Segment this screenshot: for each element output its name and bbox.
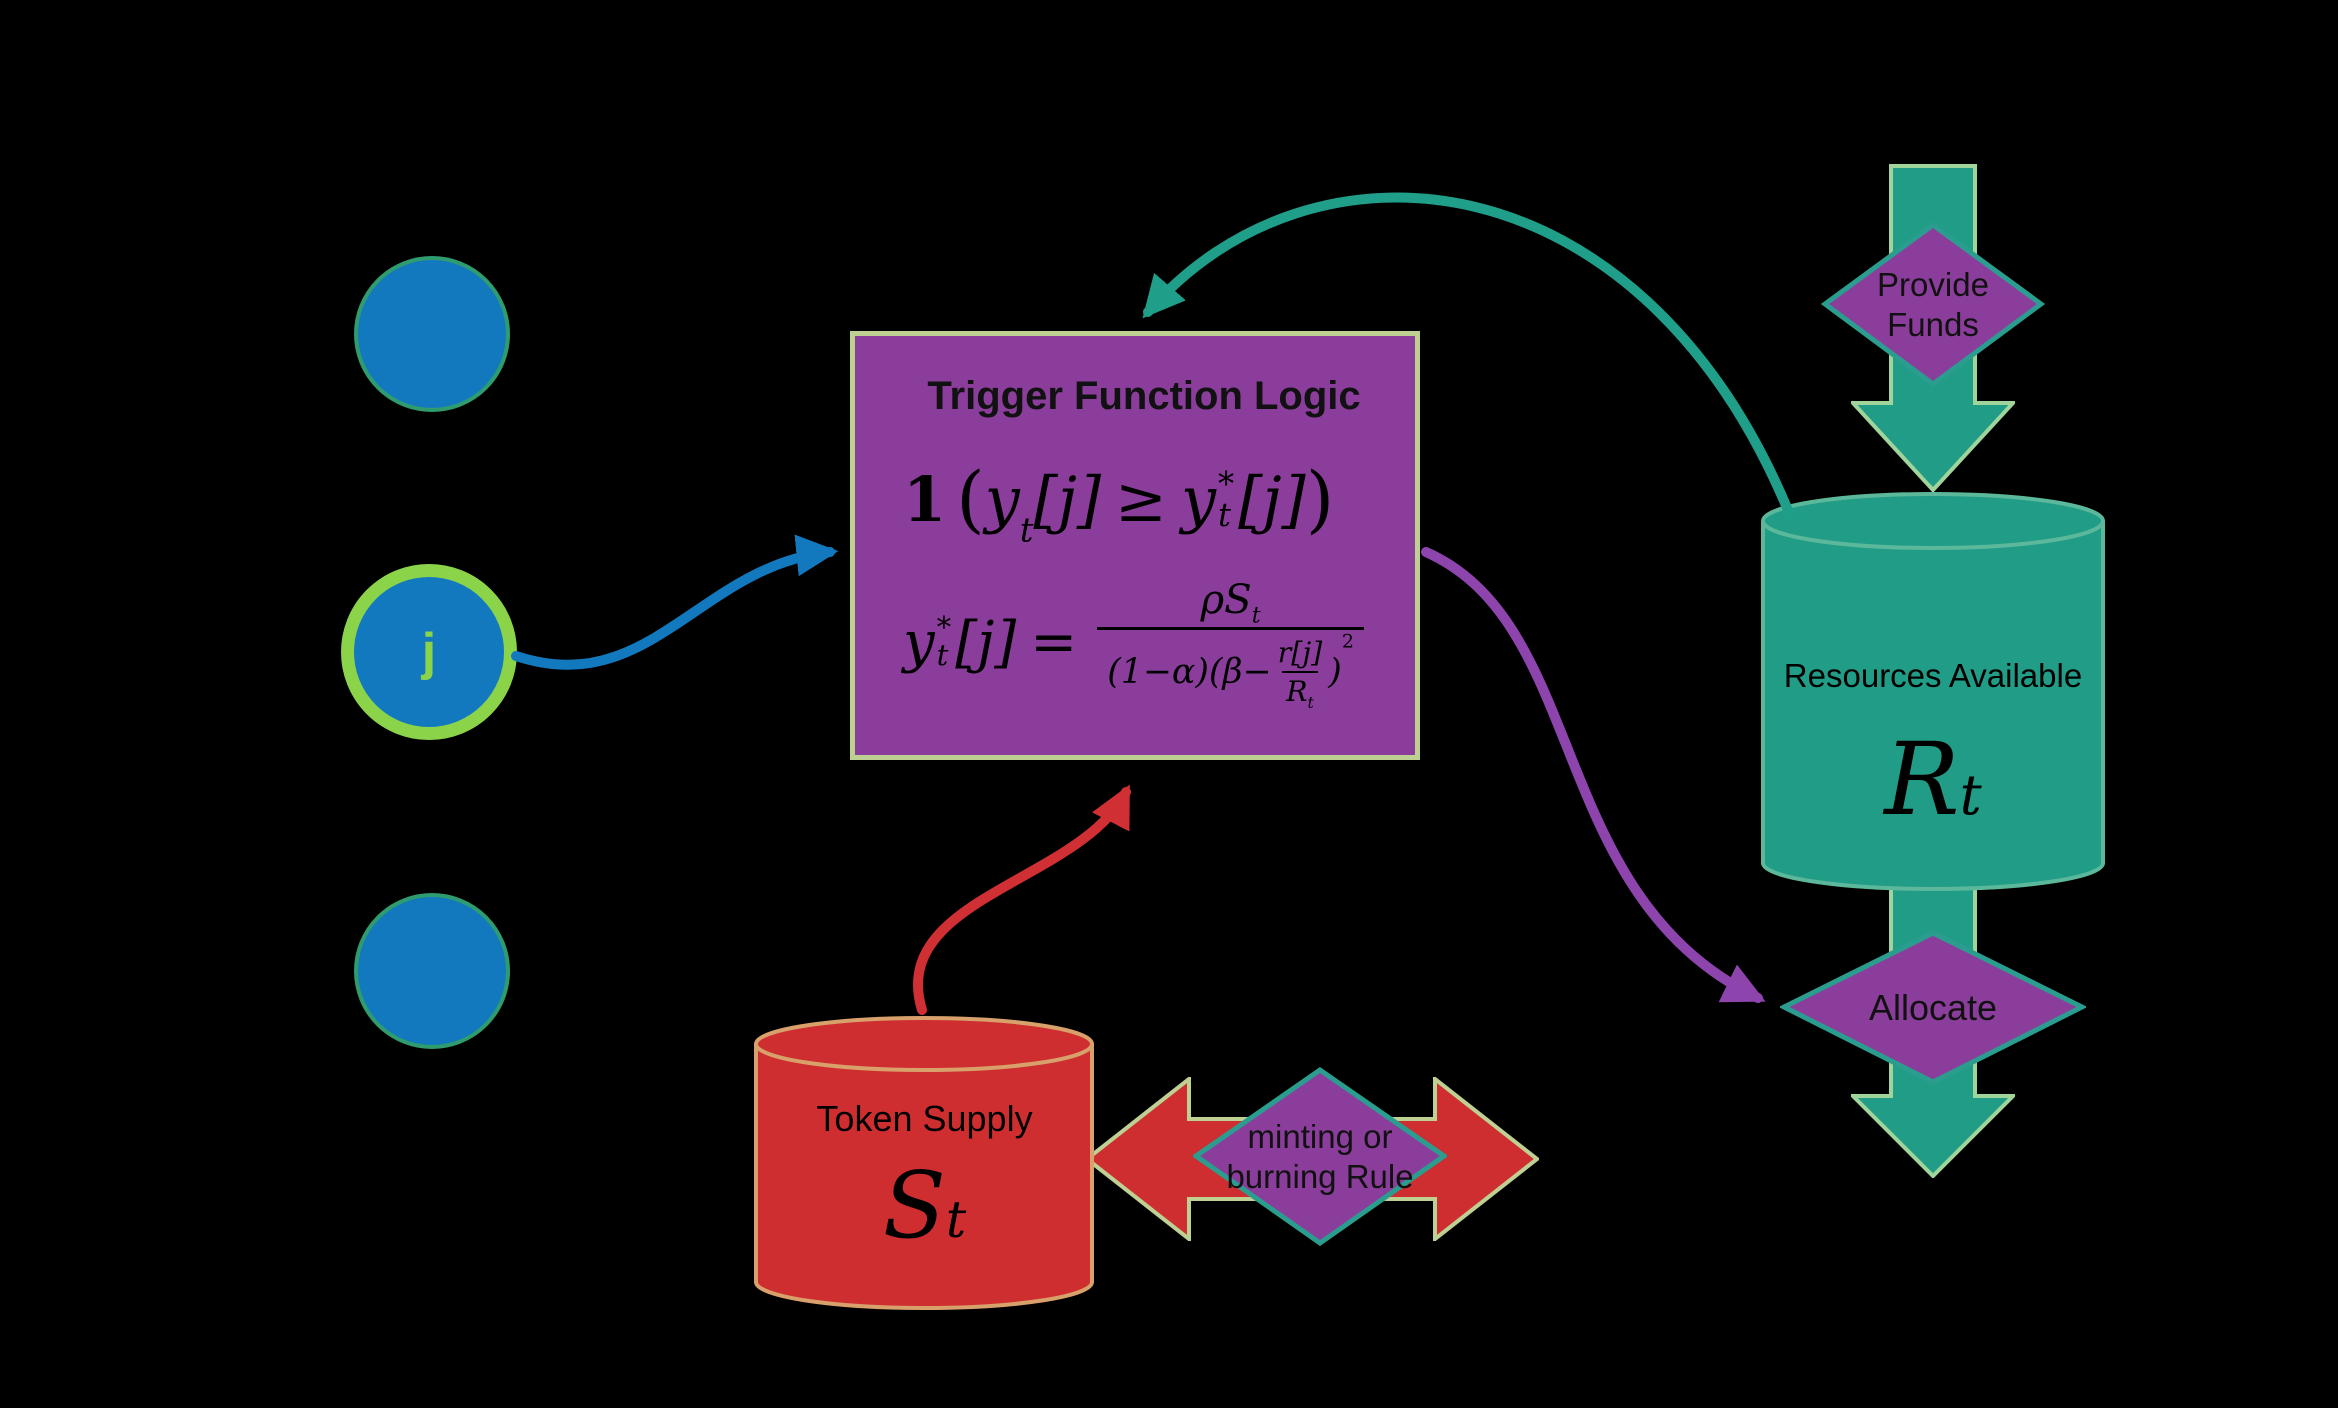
sub-t: t — [1307, 692, 1314, 712]
agent-circle-bottom — [354, 893, 510, 1049]
arrow-agent-j-to-trigger — [511, 534, 839, 670]
bracket-j: [j] — [1033, 463, 1102, 536]
sub-t: t — [1218, 495, 1231, 534]
minting-burning-diamond: minting or burning Rule — [1193, 1067, 1447, 1246]
sub-t: t — [1251, 602, 1261, 629]
minting-line2: burning Rule — [1226, 1157, 1414, 1195]
sup-star: * — [936, 610, 952, 645]
agent-circle-top — [354, 256, 510, 412]
cylinder-shape — [1761, 492, 2105, 891]
token-supply-cylinder: Token Supply St — [753, 1014, 1096, 1312]
provide-funds-diamond: Provide Funds — [1821, 221, 2045, 388]
resources-symbol-R: R — [1884, 721, 1960, 838]
diamond-shape — [1193, 1067, 1447, 1246]
paren-close: ) — [1305, 457, 1335, 542]
sup-star: * — [1218, 464, 1235, 503]
resources-symbol-sub: t — [1959, 763, 1982, 827]
exponent-2: 2 — [1341, 629, 1354, 653]
provide-funds-line1: Provide — [1877, 265, 1989, 303]
bracket-j: [j] — [1238, 463, 1306, 536]
resources-cylinder: Resources Available Rt — [1760, 489, 2106, 895]
token-symbol-S: S — [882, 1152, 946, 1259]
supsub-star-t: *t — [1218, 464, 1235, 534]
trigger-box-title: Trigger Function Logic — [927, 374, 1361, 418]
arrow-token-supply-to-trigger — [913, 784, 1131, 1015]
diamond-shape — [1780, 930, 2086, 1085]
minting-line1: minting or — [1247, 1117, 1393, 1155]
supsub-star-t: *t — [936, 610, 952, 672]
var-y: y — [984, 463, 1020, 536]
provide-funds-label: Provide Funds — [1877, 265, 1989, 344]
resources-label: Resources Available — [1783, 657, 2083, 694]
sub-t: t — [936, 638, 949, 672]
paren-open: ( — [956, 457, 985, 542]
rho-S: ρS — [1200, 576, 1252, 623]
resources-symbol: Rt — [1760, 721, 2106, 838]
indicator-one: 1 — [903, 463, 947, 536]
agent-circle-j: j — [341, 564, 517, 740]
var-y: y — [1180, 463, 1217, 536]
var-R: R — [1286, 675, 1308, 708]
token-symbol-sub: t — [945, 1190, 967, 1249]
agent-j-label: j — [421, 623, 437, 681]
geq-operator: ≥ — [1115, 463, 1167, 536]
den-lead: (1−α)(β− — [1107, 652, 1272, 692]
allocate-diamond: Allocate — [1780, 929, 2086, 1086]
cylinder-shape — [754, 1016, 1094, 1310]
sub-t: t — [1019, 510, 1034, 551]
bracket-j: [j] — [955, 609, 1017, 675]
token-supply-label: Token Supply — [816, 1098, 1033, 1139]
minting-burning-label: minting or burning Rule — [1226, 1117, 1413, 1196]
arrow-trigger-to-allocate — [1421, 547, 1766, 1003]
den-close: ) — [1328, 652, 1342, 692]
allocate-label: Allocate — [1868, 986, 1998, 1028]
equals-operator: = — [1030, 609, 1078, 675]
diamond-shape — [1821, 221, 2045, 388]
token-supply-symbol: St — [753, 1152, 1096, 1259]
inner-numerator: r[j] — [1277, 636, 1323, 669]
provide-funds-line2: Funds — [1887, 305, 1979, 343]
var-y: y — [903, 609, 935, 675]
